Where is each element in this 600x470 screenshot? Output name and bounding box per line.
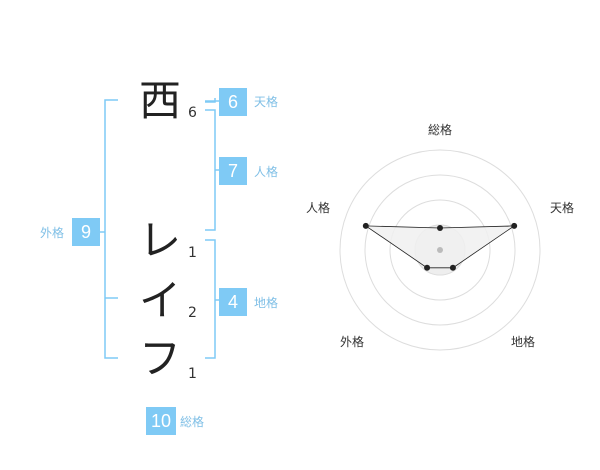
radar-point-4 [362, 222, 369, 229]
tenkaku-badge: 6 [219, 88, 247, 116]
gaikaku-label: 外格 [40, 226, 65, 240]
radar-label-tenkaku: 天格 [550, 201, 575, 215]
radar-point-3 [424, 264, 431, 271]
name-char-3: イ [138, 276, 181, 325]
radar-ring [364, 174, 516, 326]
gaikaku-badge: 9 [72, 218, 100, 246]
radar-ring [339, 149, 541, 351]
radar-label-gaikaku: 外格 [340, 335, 365, 349]
radar-point-1 [511, 222, 518, 229]
soukaku-badge: 10 [146, 407, 176, 435]
radar-label-chikaku: 地格 [511, 335, 536, 349]
radar-ring [389, 199, 491, 301]
name-char-4: フ [138, 334, 181, 383]
stroke-count-3: 2 [188, 305, 197, 321]
jinkaku-label: 人格 [254, 165, 279, 179]
stroke-count-4: 1 [188, 366, 197, 382]
radar-center [437, 247, 443, 253]
radar-label-soukaku: 総格 [428, 123, 453, 137]
stroke-count-2: 1 [188, 245, 197, 261]
chikaku-label: 地格 [254, 296, 279, 310]
radar-point-2 [449, 264, 456, 271]
radar-label-jinkaku: 人格 [306, 201, 331, 215]
name-char-2: レ [138, 216, 181, 265]
stroke-count-1: 6 [188, 105, 197, 121]
tenkaku-label: 天格 [254, 95, 279, 109]
jinkaku-badge: 7 [219, 157, 247, 185]
radar-point-0 [437, 225, 443, 231]
radar-area [364, 225, 516, 269]
soukaku-label: 総格 [180, 415, 205, 429]
chikaku-badge: 4 [219, 288, 247, 316]
name-char-1: 西 [138, 76, 181, 125]
